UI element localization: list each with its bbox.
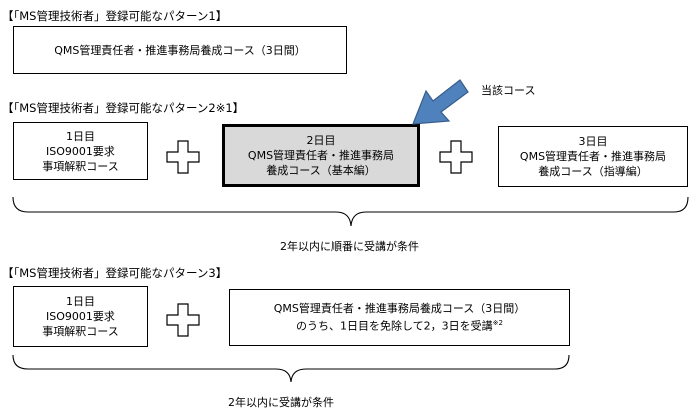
pattern3-condition: 2年以内に受講が条件 <box>228 396 334 409</box>
p3-day1-line2: ISO9001要求 <box>46 310 115 323</box>
day2-line3: 養成コース（基本編） <box>266 164 376 177</box>
pattern1-course-box: QMS管理責任者・推進事務局養成コース（3日間） <box>13 26 347 74</box>
p3-day1-line3: 事項解釈コース <box>42 325 119 338</box>
day2-title: 2日目 <box>306 134 336 147</box>
pattern2-day2-box-current-course: 2日目 QMS管理責任者・推進事務局 養成コース（基本編） <box>222 124 420 187</box>
pattern3-brace <box>12 354 570 383</box>
note-mark: ※2 <box>492 319 503 328</box>
day3-title: 3日目 <box>578 135 608 148</box>
plus-icon <box>166 303 200 337</box>
pattern2-brace <box>12 196 689 227</box>
day1-line3: 事項解釈コース <box>42 159 119 173</box>
pattern2-heading: 【「MS管理技術者」登録可能なパターン2※1】 <box>2 101 245 115</box>
p3-day1-title: 1日目 <box>65 295 95 308</box>
plus-icon <box>166 140 200 174</box>
p3-course-line1: QMS管理責任者・推進事務局養成コース（3日間） <box>273 302 526 316</box>
p3-course-line2: のうち、1日目を免除して2，3日を受講 <box>296 319 493 333</box>
pattern2-day3-box: 3日目 QMS管理責任者・推進事務局 養成コース（指導編） <box>498 126 688 187</box>
pointer-arrow-icon <box>412 79 469 125</box>
day3-line2: QMS管理責任者・推進事務局 <box>519 150 667 163</box>
day3-line3: 養成コース（指導編） <box>538 165 648 178</box>
day1-title: 1日目 <box>65 129 95 143</box>
plus-icon <box>439 140 473 174</box>
pattern3-heading: 【「MS管理技術者」登録可能なパターン3】 <box>2 266 228 280</box>
day2-line2: QMS管理責任者・推進事務局 <box>247 149 395 162</box>
pattern1-heading: 【「MS管理技術者」登録可能なパターン1】 <box>2 9 228 23</box>
day1-line2: ISO9001要求 <box>46 144 115 158</box>
pointer-label: 当該コース <box>481 84 536 97</box>
pattern3-course-box: QMS管理責任者・推進事務局養成コース（3日間） のうち、1日目を免除して2，3… <box>229 289 570 346</box>
pattern3-day1-box: 1日目 ISO9001要求 事項解釈コース <box>13 286 148 347</box>
pattern2-day1-box: 1日目 ISO9001要求 事項解釈コース <box>13 122 148 180</box>
pattern2-condition: 2年以内に順番に受講が条件 <box>280 240 419 253</box>
pattern1-course-label: QMS管理責任者・推進事務局養成コース（3日間） <box>54 43 306 57</box>
